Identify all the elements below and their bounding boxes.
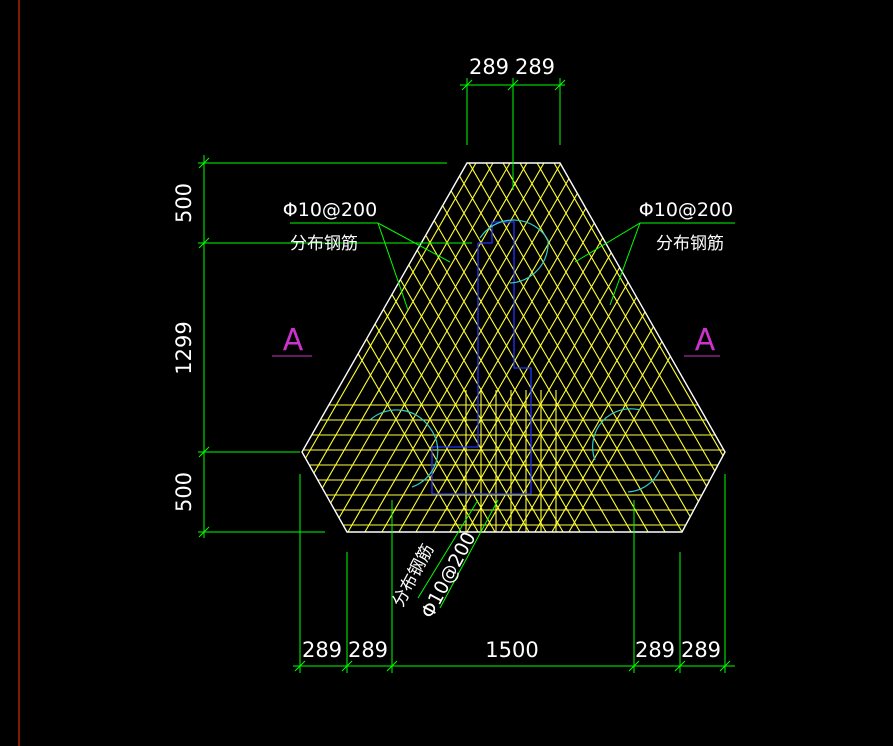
rebar-line [337,163,725,532]
section-mark-left: A [283,323,304,358]
rebar-line [342,163,725,532]
rebar-spec-bottom: Φ10@200 [417,528,481,622]
rebar-line [405,163,725,532]
dim-top-left: 289 [469,55,509,79]
rebar-line [302,163,642,532]
dimension-lines [198,78,735,673]
pile-cap-outline [301,162,726,533]
dim-left-top: 500 [172,183,196,223]
rebar-line [302,163,671,532]
rebar-line [302,163,591,532]
rebar-name-left: 分布钢筋 [290,234,358,254]
rebar-line [302,163,637,532]
rebar-line [302,163,654,532]
rebar-line [444,163,725,532]
rebar-line [388,163,725,532]
column-outline [431,221,532,495]
rebar-name-right: 分布钢筋 [656,234,724,254]
rebar-line [302,163,574,532]
dim-bottom-2: 289 [348,638,388,662]
rebar-line [354,163,725,532]
rebar-line [302,163,552,532]
pile-arcs [369,219,661,493]
rebar-spec-left: Φ10@200 [283,199,377,221]
rebar-grid [302,163,725,532]
dim-left-middle: 1299 [172,321,196,374]
rebar-line [302,163,688,532]
rebar-line [302,163,569,532]
rebar-line [320,163,722,532]
rebar-line [478,163,725,532]
rebar-line [427,163,725,532]
dim-bottom-5: 289 [681,638,721,662]
rebar-line [359,163,725,532]
rebar-line [461,163,725,532]
rebar-line [302,163,676,532]
dim-top-right: 289 [515,55,555,79]
dim-bottom-4: 289 [635,638,675,662]
section-mark-right: A [695,323,716,358]
rebar-line [473,163,725,532]
rebar-line [302,163,625,532]
rebar-line [302,163,586,532]
dim-left-bottom: 500 [172,472,196,512]
rebar-line [422,163,725,532]
rebar-line [302,163,659,532]
rebar-line [302,163,557,532]
rebar-line [371,163,725,532]
rebar-line [410,163,725,532]
rebar-line [439,163,725,532]
rebar-line [376,163,725,532]
rebar-line [302,163,620,532]
rebar-line [303,163,705,532]
rebar-line [456,163,725,532]
dim-bottom-1: 289 [302,638,342,662]
rebar-line [302,163,603,532]
rebar-line [325,163,725,532]
rebar-line [302,163,693,532]
dim-bottom-3: 1500 [485,638,538,662]
rebar-spec-right: Φ10@200 [639,199,733,221]
rebar-line [393,163,725,532]
rebar-line [302,163,608,532]
rebar-line [308,163,710,532]
